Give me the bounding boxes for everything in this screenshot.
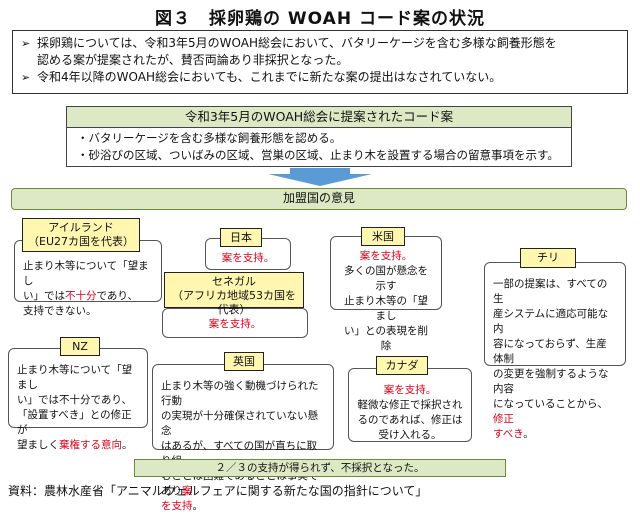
country-label-nz: NZ: [60, 337, 100, 356]
summary-line-3: 令和4年以降のWOAH総会においても、これまでに新たな案の提出はなされていない。: [37, 70, 502, 84]
country-label-usa: 米国: [361, 227, 405, 246]
country-label-chile: チリ: [520, 248, 576, 268]
source-note: 資料：農林水産省「アニマルウェルフェアに関する新たな国の指針について」: [8, 484, 428, 498]
opinion-canada: 案を支持。 軽微な修正で採択され るのであれば、修正は 受け入れる。: [348, 368, 472, 442]
result-banner: ２／３の支持が得られず、不採択となった。: [134, 459, 506, 477]
summary-box: ➢ 採卵鶏については、令和3年5月のWOAH総会において、バタリーケージを含む多…: [12, 30, 628, 94]
country-label-senegal: セネガル （アフリカ地域53カ国を代表）: [164, 272, 304, 316]
proposal-heading: 令和3年5月のWOAH総会に提案されたコード案: [66, 106, 572, 128]
opinion-uk: 止まり木等の強く動機づけられた行動 の実現が十分確保されていない懸念 はあるが、…: [152, 364, 334, 512]
proposal-body: ・バタリーケージを含む多様な飼養形態を認める。 ・砂浴びの区域、ついばみの区域、…: [66, 127, 572, 167]
opinion-chile: 一部の提案は、すべての生 産システムに適応可能な内 容になっておらず、生産体制 …: [484, 262, 626, 440]
down-arrow-icon: [268, 168, 372, 186]
proposal-item-1: ・バタリーケージを含む多様な飼養形態を認める。: [77, 131, 342, 145]
opinion-nz: 止まり木等について「望まし い」では不十分であり、 「設置すべき」との修正が 望…: [8, 348, 148, 451]
country-label-japan: 日本: [220, 228, 262, 247]
opinion-japan: 案を支持。: [205, 238, 291, 270]
opinion-senegal: 案を支持。: [162, 308, 308, 338]
bullet-arrow-icon: ➢: [21, 71, 31, 84]
summary-line-1: 採卵鶏については、令和3年5月のWOAH総会において、バタリーケージを含む多様な…: [37, 36, 557, 50]
country-label-uk: 英国: [224, 352, 264, 371]
country-label-ireland: アイルランド （EU27カ国を代表）: [22, 218, 140, 252]
member-opinions-heading: 加盟国の意見: [11, 188, 627, 210]
proposal-item-2: ・砂浴びの区域、ついばみの区域、営巣の区域、止まり木を設置する場合の留意事項を示…: [77, 148, 559, 162]
country-label-canada: カナダ: [376, 356, 428, 375]
opinion-usa: 案を支持。 多くの国が懸念を示す 止まり木等の「望まし い」との表現を削除: [330, 236, 442, 352]
figure-title: 図３ 採卵鶏の WOAH コード案の状況: [155, 9, 485, 29]
summary-line-2: 認める案が提案されたが、賛否両論あり非採択となった。: [37, 53, 349, 67]
bullet-arrow-icon: ➢: [21, 37, 31, 50]
